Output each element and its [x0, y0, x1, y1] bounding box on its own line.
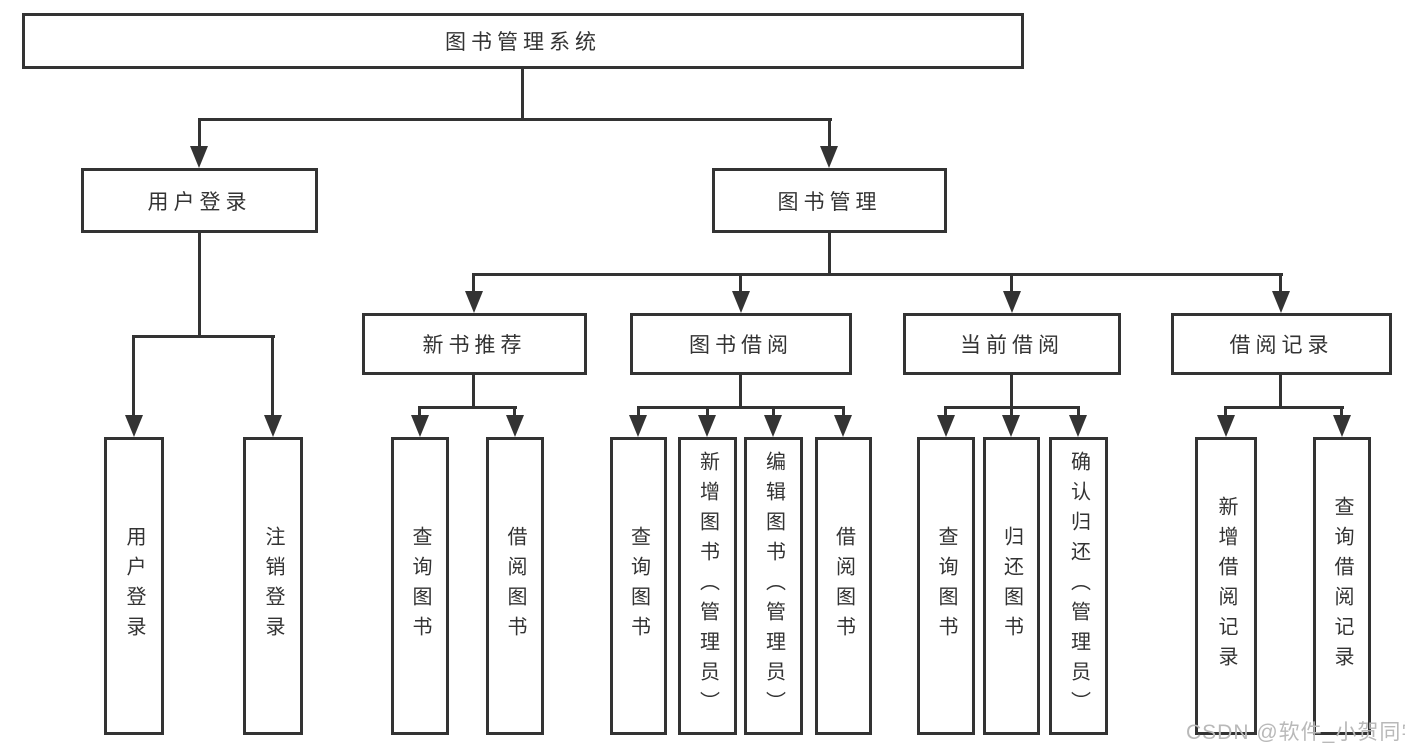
arrow-down-icon — [506, 415, 524, 437]
arrow-down-icon — [1069, 415, 1087, 437]
arrow-down-icon — [629, 415, 647, 437]
node-borrowing-records: 借阅记录 — [1171, 313, 1392, 375]
node-label: 用户登录 — [123, 526, 145, 646]
arrow-down-icon — [834, 415, 852, 437]
arrow-down-icon — [411, 415, 429, 437]
node-leaf-add-borrow-record: 新增借阅记录 — [1195, 437, 1257, 735]
arrow-down-icon — [820, 146, 838, 168]
connector-module-stem — [1279, 375, 1282, 409]
arrow-down-icon — [190, 146, 208, 168]
connector-to-leaf — [637, 406, 640, 418]
node-leaf-user-login: 用户登录 — [104, 437, 164, 735]
connector-to-leaf — [1077, 406, 1080, 418]
connector-to-leaf — [513, 406, 516, 418]
node-leaf-query-books-1: 查询图书 — [391, 437, 449, 735]
connector-to-leaf — [944, 406, 947, 418]
node-label: 查询图书 — [935, 526, 957, 646]
node-label: 查询图书 — [409, 526, 431, 646]
node-label: 新增借阅记录 — [1215, 496, 1237, 676]
connector-level3-split — [472, 273, 1283, 276]
connector-to-leaf — [418, 406, 421, 418]
node-label: 用户登录 — [147, 190, 252, 214]
node-leaf-add-book-admin: 新增图书（管理员） — [678, 437, 737, 735]
arrow-down-icon — [1002, 415, 1020, 437]
node-label: 归还图书 — [1000, 526, 1023, 646]
arrow-down-icon — [264, 415, 282, 437]
node-leaf-borrow-books-1: 借阅图书 — [486, 437, 544, 735]
node-label: 当前借阅 — [960, 334, 1064, 357]
node-label: 借阅记录 — [1229, 334, 1334, 357]
arrow-down-icon — [732, 291, 750, 313]
node-library-management-system: 图书管理系统 — [22, 13, 1024, 69]
node-leaf-return-books: 归还图书 — [983, 437, 1040, 735]
arrow-down-icon — [1003, 291, 1021, 313]
connector-to-module — [1010, 273, 1013, 293]
node-label: 图书管理 — [777, 190, 882, 214]
arrow-down-icon — [1333, 415, 1351, 437]
connector-leaf-split — [418, 406, 517, 409]
connector-to-leaf — [1224, 406, 1227, 418]
connector-to-book-management — [828, 118, 831, 150]
arrow-down-icon — [1217, 415, 1235, 437]
node-label: 新增图书（管理员） — [696, 451, 719, 721]
connector-module-stem — [472, 375, 475, 409]
connector-module-stem — [1010, 375, 1013, 409]
arrow-down-icon — [937, 415, 955, 437]
connector-root-stem — [521, 69, 524, 118]
arrow-down-icon — [764, 415, 782, 437]
node-label: 查询图书 — [627, 526, 650, 646]
node-leaf-query-borrow-record: 查询借阅记录 — [1313, 437, 1371, 735]
node-label: 编辑图书（管理员） — [762, 451, 785, 721]
connector-user-login-split — [132, 335, 275, 338]
node-current-borrowing: 当前借阅 — [903, 313, 1121, 375]
connector-to-leaf — [132, 335, 135, 417]
connector-to-leaf — [772, 406, 775, 418]
node-label: 图书管理系统 — [445, 31, 601, 54]
connector-to-module — [1279, 273, 1282, 293]
arrow-down-icon — [125, 415, 143, 437]
node-leaf-query-books-3: 查询图书 — [917, 437, 975, 735]
node-new-book-recommend: 新书推荐 — [362, 313, 587, 375]
node-label: 借阅图书 — [504, 526, 526, 646]
connector-to-leaf — [1340, 406, 1343, 418]
connector-leaf-split — [637, 406, 845, 409]
connector-to-leaf — [271, 335, 274, 417]
arrow-down-icon — [465, 291, 483, 313]
node-label: 注销登录 — [262, 526, 284, 646]
node-label: 图书借阅 — [689, 334, 793, 357]
connector-user-login-stem — [198, 233, 201, 337]
connector-leaf-split — [1224, 406, 1344, 409]
arrow-down-icon — [1272, 291, 1290, 313]
watermark: CSDN @软件_小贺同学 — [1186, 721, 1405, 744]
node-leaf-borrow-books-2: 借阅图书 — [815, 437, 872, 735]
node-leaf-confirm-return-admin: 确认归还（管理员） — [1049, 437, 1108, 735]
node-label: 查询借阅记录 — [1331, 496, 1353, 676]
connector-to-module — [472, 273, 475, 293]
connector-module-stem — [739, 375, 742, 409]
connector-to-user-login — [198, 118, 201, 150]
node-book-management: 图书管理 — [712, 168, 947, 233]
node-leaf-logout: 注销登录 — [243, 437, 303, 735]
node-label: 确认归还（管理员） — [1067, 451, 1090, 721]
node-label: 借阅图书 — [832, 526, 855, 646]
connector-level2-split — [198, 118, 832, 121]
connector-book-mgmt-stem — [828, 233, 831, 275]
connector-to-module — [739, 273, 742, 293]
node-label: 新书推荐 — [422, 334, 527, 357]
node-leaf-edit-book-admin: 编辑图书（管理员） — [744, 437, 803, 735]
node-book-borrowing: 图书借阅 — [630, 313, 852, 375]
connector-to-leaf — [1010, 406, 1013, 418]
arrow-down-icon — [698, 415, 716, 437]
node-leaf-query-books-2: 查询图书 — [610, 437, 667, 735]
connector-to-leaf — [842, 406, 845, 418]
node-user-login: 用户登录 — [81, 168, 318, 233]
connector-to-leaf — [706, 406, 709, 418]
